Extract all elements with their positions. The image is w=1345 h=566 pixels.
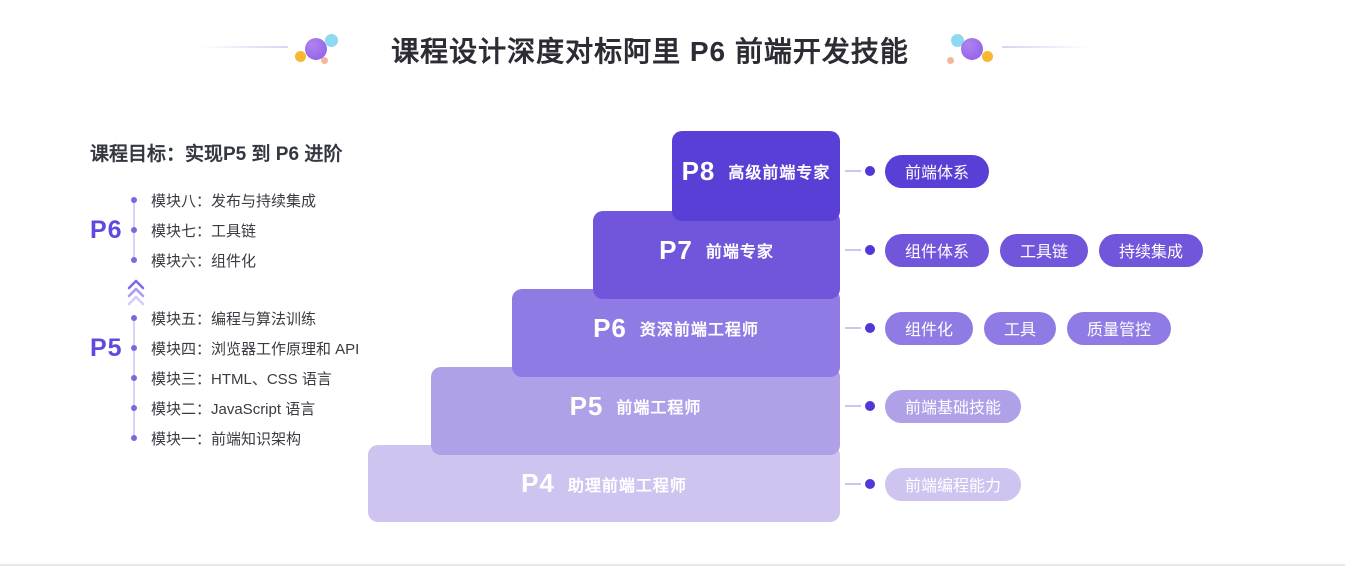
module-label: 模块四：浏览器工作原理和 API <box>151 340 360 358</box>
step-code: P5 <box>569 390 604 421</box>
module-label: 模块二：JavaScript 语言 <box>151 400 316 418</box>
decor-dot-yellow-icon <box>295 51 306 62</box>
module-item: 模块一：前端知识架构 <box>126 423 456 453</box>
skill-tag: 工具 <box>984 311 1057 345</box>
decor-dot-purple-icon <box>961 38 983 60</box>
skill-tag: 组件化 <box>885 311 974 345</box>
step-code: P7 <box>659 234 693 265</box>
step-code: P8 <box>681 155 716 186</box>
tags-row-p7: 组件体系 工具链 持续集成 <box>840 231 1214 269</box>
module-item: 模块八：发布与持续集成 <box>126 185 456 215</box>
decor-dot-peach-icon <box>947 57 954 64</box>
bottom-divider <box>0 564 1345 566</box>
step-title: 助理前端工程师 <box>567 477 687 495</box>
page-title: 课程设计深度对标阿里 P6 前端开发技能 <box>391 36 909 67</box>
module-label: 模块六：组件化 <box>151 252 257 270</box>
skill-tag: 前端编程能力 <box>885 467 1022 501</box>
level-label-p6: P6 <box>90 215 123 244</box>
tags-row-p5: 前端基础技能 <box>840 387 1032 425</box>
bullet-icon <box>131 315 137 321</box>
decor-dot-blue-icon <box>325 34 338 47</box>
tags-row-p4: 前端编程能力 <box>840 465 1032 503</box>
step-title: 前端工程师 <box>616 400 702 417</box>
module-item: 模块六：组件化 <box>126 245 456 275</box>
course-goal-title: 课程目标：实现P5 到 P6 进阶 <box>90 144 343 165</box>
module-label: 模块一：前端知识架构 <box>151 430 302 448</box>
level-label-p5: P5 <box>90 333 123 362</box>
module-item: 模块五：编程与算法训练 <box>126 303 456 333</box>
skill-tag: 前端基础技能 <box>885 389 1022 423</box>
connector-line <box>845 249 861 251</box>
step-title: 高级前端专家 <box>728 165 831 182</box>
skill-tag: 质量管控 <box>1067 311 1172 345</box>
decor-dot-peach-icon <box>321 57 328 64</box>
bullet-icon <box>131 405 137 411</box>
decor-dot-yellow-icon <box>982 51 993 62</box>
step-title: 资深前端工程师 <box>639 322 759 339</box>
step-code: P4 <box>521 468 555 498</box>
module-item: 模块七：工具链 <box>126 215 456 245</box>
header-line-right <box>1002 46 1090 48</box>
ladder-step-p5: P5 前端工程师 <box>431 367 840 455</box>
module-label: 模块五：编程与算法训练 <box>151 310 317 328</box>
connector-dot-icon <box>865 479 875 489</box>
bullet-icon <box>131 375 137 381</box>
ladder-step-p8: P8 高级前端专家 <box>672 131 840 221</box>
skill-tag: 持续集成 <box>1099 233 1204 267</box>
connector-dot-icon <box>865 245 875 255</box>
ladder-step-p6: P6 资深前端工程师 <box>512 289 840 377</box>
module-group-p6: P6 模块八：发布与持续集成 模块七：工具链 模块六：组件化 <box>90 185 456 275</box>
module-label: 模块三：HTML、CSS 语言 <box>151 370 332 388</box>
module-label: 模块七：工具链 <box>151 222 257 240</box>
connector-line <box>845 483 861 485</box>
connector-line <box>845 170 861 172</box>
connector-dot-icon <box>865 323 875 333</box>
decor-dot-blue-icon <box>951 34 964 47</box>
connector-line <box>845 405 861 407</box>
ladder-step-p7: P7 前端专家 <box>593 211 840 299</box>
decor-dot-purple-icon <box>305 38 327 60</box>
ladder-step-p4: P4 助理前端工程师 <box>368 445 840 522</box>
connector-dot-icon <box>865 166 875 176</box>
module-group-p5: P5 模块五：编程与算法训练 模块四：浏览器工作原理和 API 模块三：HTML… <box>90 303 456 453</box>
bullet-icon <box>131 257 137 263</box>
step-title: 前端专家 <box>705 244 774 261</box>
module-label: 模块八：发布与持续集成 <box>151 192 317 210</box>
tags-row-p6: 组件化 工具 质量管控 <box>840 309 1182 347</box>
bullet-icon <box>131 435 137 441</box>
upgrade-chevrons-icon <box>127 279 145 312</box>
connector-dot-icon <box>865 401 875 411</box>
module-item: 模块三：HTML、CSS 语言 <box>126 363 456 393</box>
bullet-icon <box>131 345 137 351</box>
skill-tag: 组件体系 <box>885 233 990 267</box>
skill-tag: 前端体系 <box>885 154 990 188</box>
bullet-icon <box>131 197 137 203</box>
tags-row-p8: 前端体系 <box>840 152 1000 190</box>
header-line-left <box>200 46 288 48</box>
connector-line <box>845 327 861 329</box>
skill-tag: 工具链 <box>1000 233 1089 267</box>
module-item: 模块二：JavaScript 语言 <box>126 393 456 423</box>
module-item: 模块四：浏览器工作原理和 API <box>126 333 456 363</box>
bullet-icon <box>131 227 137 233</box>
step-code: P6 <box>593 312 627 343</box>
